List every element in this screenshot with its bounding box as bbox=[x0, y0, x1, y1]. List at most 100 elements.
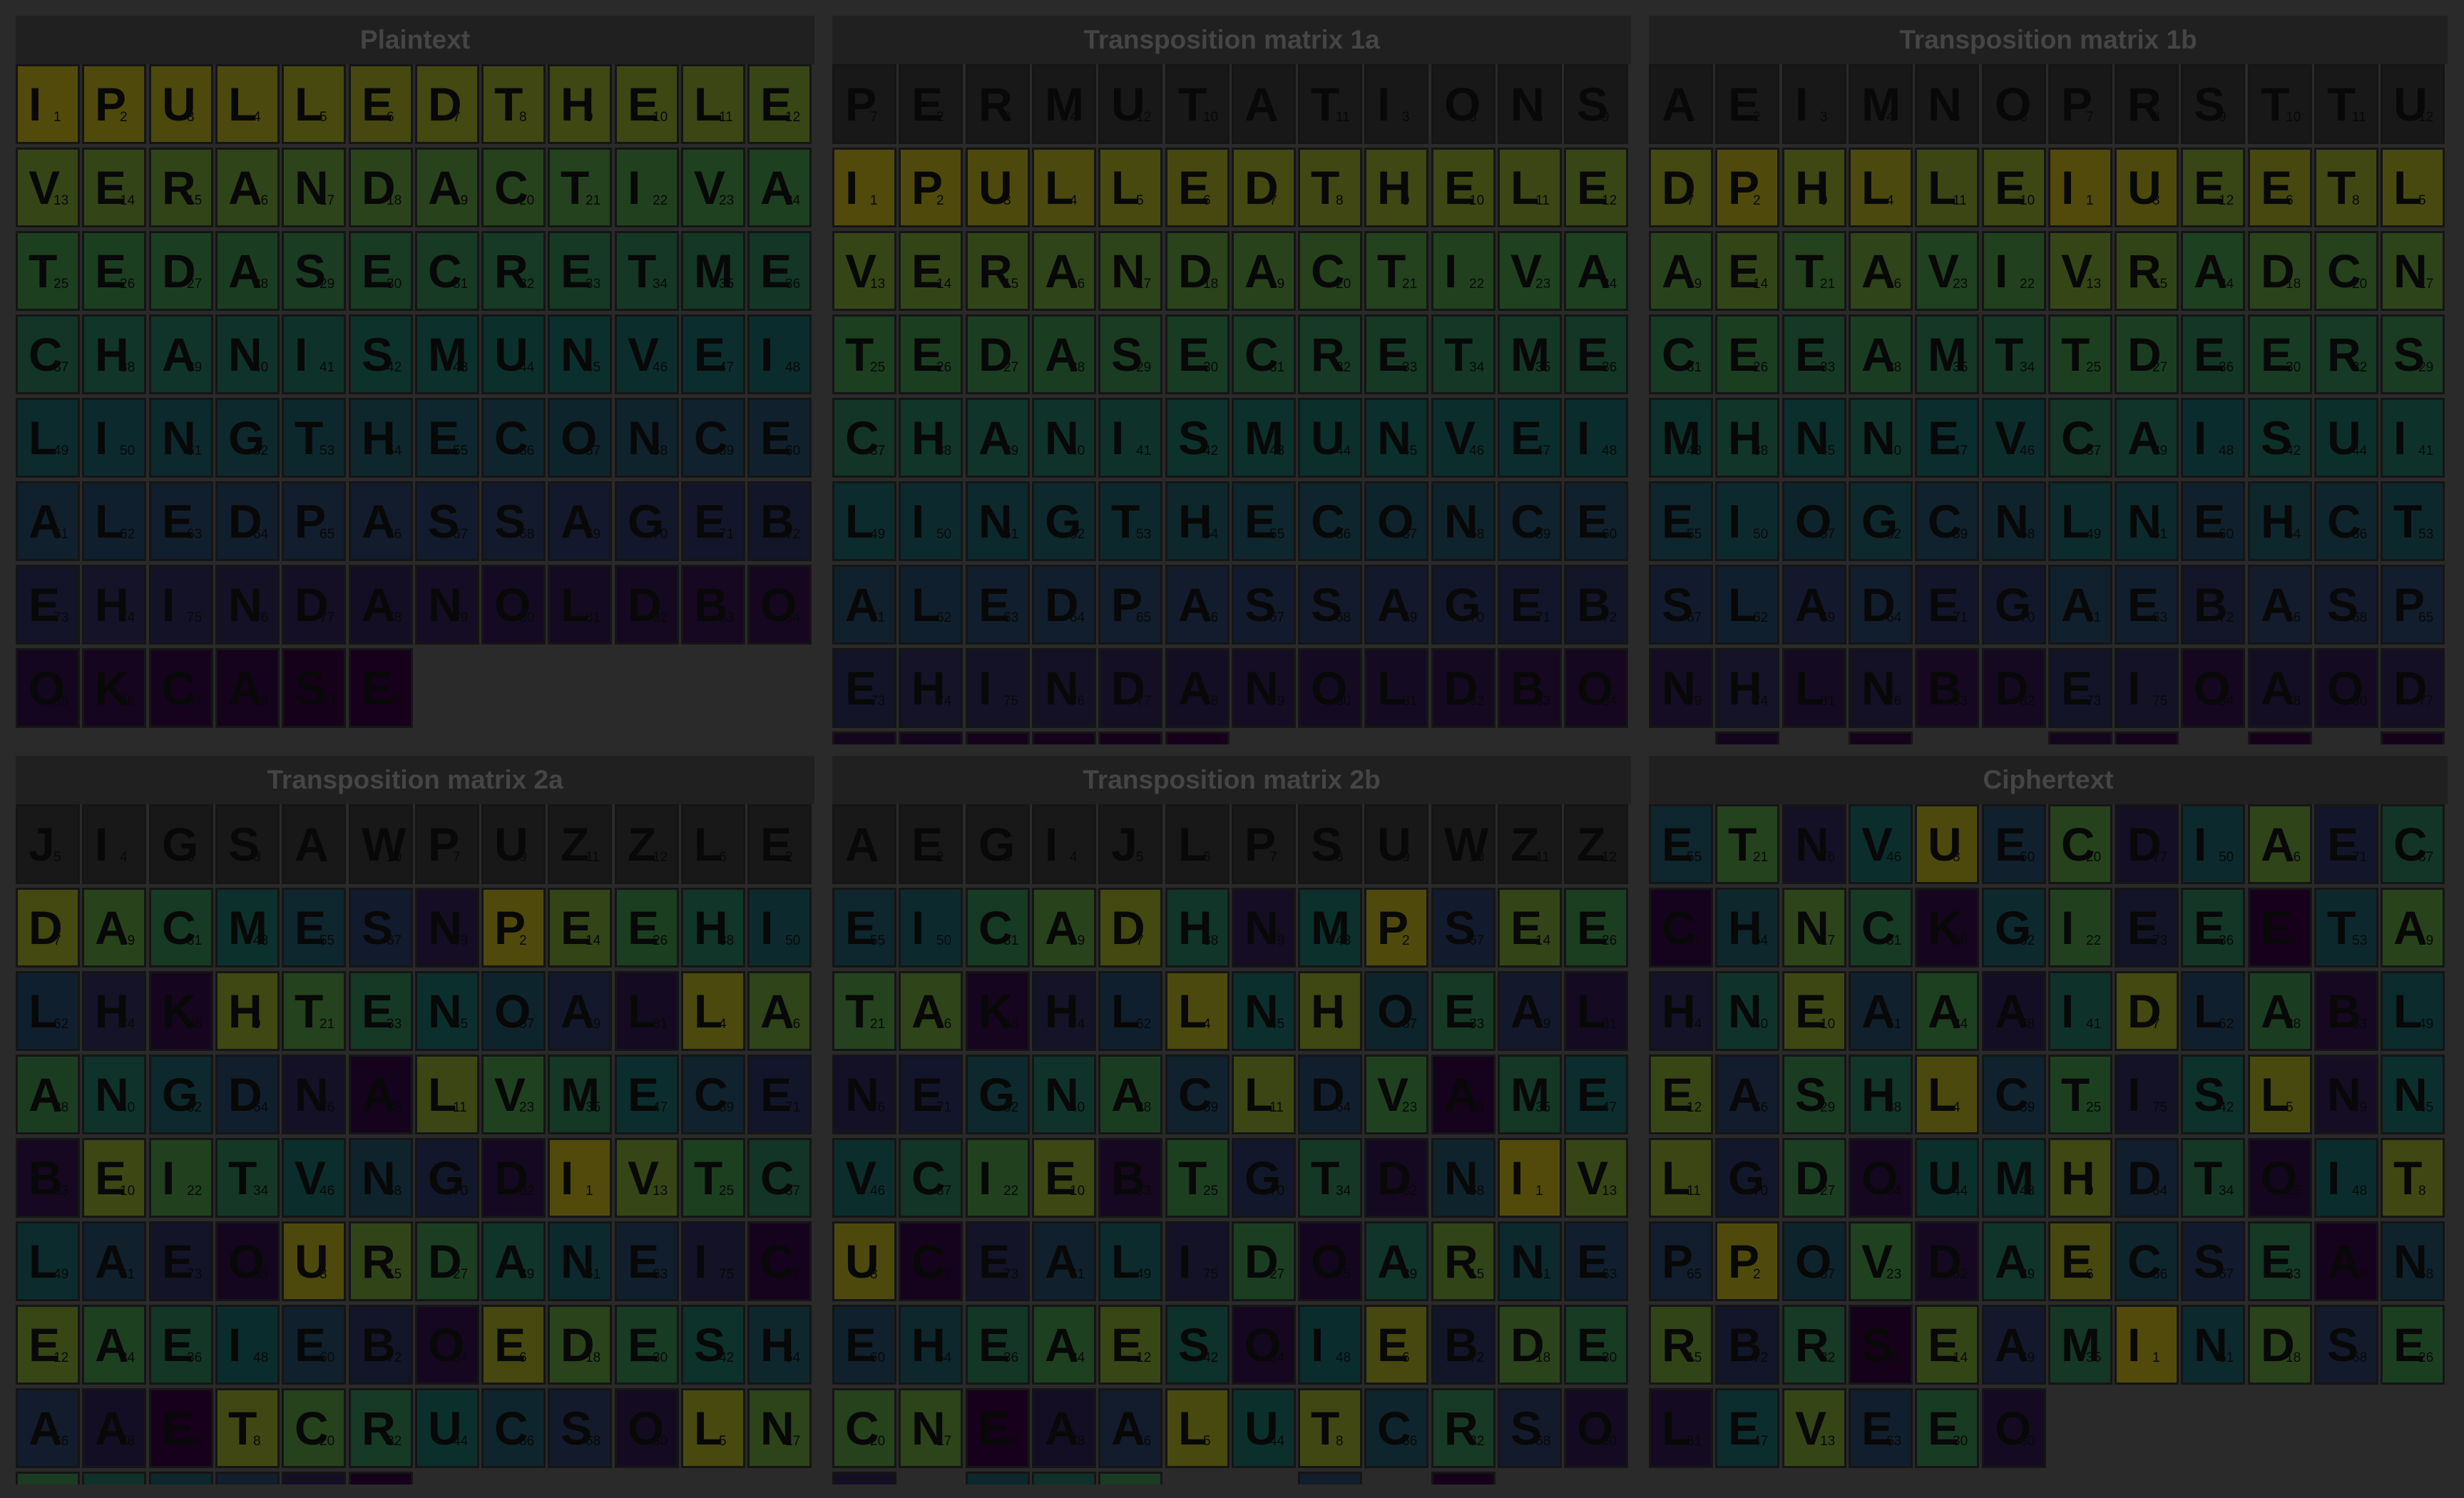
tile-dim-overlay bbox=[484, 483, 543, 559]
tile-dim-overlay bbox=[284, 806, 344, 882]
tile-dim-overlay bbox=[1234, 150, 1294, 225]
letter-tile: G70 bbox=[1982, 565, 2046, 645]
letter-tile: E36 bbox=[149, 1305, 213, 1385]
tile-dim-overlay bbox=[901, 400, 961, 476]
tile-dim-overlay bbox=[1500, 650, 1560, 726]
tile-dim-overlay bbox=[1500, 483, 1560, 559]
tile-dim-overlay bbox=[2250, 150, 2310, 225]
letter-tile: S29 bbox=[282, 231, 346, 311]
letter-tile: N40 bbox=[215, 314, 280, 394]
letter-tile: M43 bbox=[1649, 398, 1713, 478]
tile-dim-overlay bbox=[1234, 1390, 1294, 1466]
tile-dim-overlay bbox=[1566, 1140, 1626, 1216]
tile-dim-overlay bbox=[1851, 150, 1911, 225]
tile-dim-overlay bbox=[1300, 317, 1360, 392]
tile-dim-overlay bbox=[683, 66, 743, 142]
letter-tile: V23 bbox=[1849, 1221, 1913, 1301]
tile-dim-overlay bbox=[2383, 734, 2443, 744]
letter-tile: A88 bbox=[1849, 732, 1913, 744]
letter-tile: I41 bbox=[1098, 398, 1162, 478]
letter-tile: V46 bbox=[1982, 398, 2046, 478]
letter-tile: S68 bbox=[2314, 565, 2378, 645]
tile-dim-overlay bbox=[1851, 1307, 1911, 1382]
letter-tile: E6 bbox=[2248, 148, 2312, 227]
tile-dim-overlay bbox=[1234, 317, 1294, 392]
letter-tile: T8 bbox=[215, 1388, 280, 1468]
key-letter-tile: Z11 bbox=[1498, 804, 1562, 884]
key-letter-tile: E2 bbox=[1715, 64, 1779, 144]
tile-dim-overlay bbox=[2050, 1140, 2110, 1216]
tile-dim-overlay bbox=[1717, 1223, 1777, 1299]
letter-tile: C56 bbox=[1364, 1388, 1428, 1468]
letter-tile: D27 bbox=[966, 314, 1030, 394]
tile-dim-overlay bbox=[1167, 567, 1227, 642]
tile-dim-overlay bbox=[1917, 650, 1977, 726]
tile-dim-overlay bbox=[1366, 1057, 1426, 1132]
tile-dim-overlay bbox=[834, 890, 894, 965]
letter-tile: H9 bbox=[1298, 971, 1362, 1051]
tile-dim-overlay bbox=[834, 66, 894, 142]
tile-dim-overlay bbox=[1500, 567, 1560, 642]
letter-tile: E55 bbox=[832, 888, 896, 968]
tile-dim-overlay bbox=[1100, 483, 1160, 559]
letter-tile: L5 bbox=[681, 1388, 745, 1468]
letter-tile: N51 bbox=[548, 1221, 612, 1301]
tile-dim-overlay bbox=[1167, 66, 1227, 142]
letter-tile: L4 bbox=[681, 971, 745, 1051]
letter-tile: S68 bbox=[2314, 1305, 2378, 1385]
letter-tile: E55 bbox=[415, 398, 479, 478]
letter-tile: U3 bbox=[1915, 804, 1979, 884]
tile-dim-overlay bbox=[84, 400, 144, 476]
tile-dim-overlay bbox=[2117, 400, 2177, 476]
tile-dim-overlay bbox=[1917, 567, 1977, 642]
letter-tile: E55 bbox=[1649, 481, 1713, 561]
tile-dim-overlay bbox=[834, 1057, 894, 1132]
letter-tile: U3 bbox=[2115, 148, 2179, 227]
letter-tile: I1 bbox=[1498, 1138, 1562, 1218]
letter-tile: E47 bbox=[1915, 398, 1979, 478]
letter-tile: M43 bbox=[1298, 888, 1362, 968]
letter-tile: S42 bbox=[2181, 1055, 2245, 1134]
letter-tile: I75 bbox=[149, 565, 213, 645]
letter-tile: G70 bbox=[1431, 565, 1496, 645]
tile-dim-overlay bbox=[1034, 890, 1094, 965]
letter-tile: D77 bbox=[2115, 804, 2179, 884]
tile-dim-overlay bbox=[683, 317, 743, 392]
tile-dim-overlay bbox=[683, 890, 743, 965]
letter-tile: E33 bbox=[1364, 314, 1428, 394]
letter-tile: A24 bbox=[1915, 971, 1979, 1051]
tile-dim-overlay bbox=[2383, 1307, 2443, 1382]
tile-dim-overlay bbox=[550, 66, 610, 142]
letter-tile: V23 bbox=[681, 148, 745, 227]
letter-tile: E10 bbox=[1782, 971, 1846, 1051]
tile-dim-overlay bbox=[2117, 890, 2177, 965]
tile-dim-overlay bbox=[1717, 400, 1777, 476]
letter-tile: I50 bbox=[2181, 804, 2245, 884]
tile-dim-overlay bbox=[1500, 150, 1560, 225]
tile-dim-overlay bbox=[351, 973, 411, 1049]
letter-tile: C37 bbox=[2048, 398, 2112, 478]
tile-dim-overlay bbox=[18, 400, 78, 476]
key-letter-tile: Z12 bbox=[1564, 804, 1628, 884]
tile-dim-overlay bbox=[750, 1140, 809, 1216]
tile-dim-overlay bbox=[617, 233, 677, 309]
letter-tile: E14 bbox=[1715, 231, 1779, 311]
letter-tile: U3 bbox=[832, 1221, 896, 1301]
letter-tile: S68 bbox=[1298, 565, 1362, 645]
letter-tile: P2 bbox=[82, 64, 146, 144]
tile-dim-overlay bbox=[1234, 66, 1294, 142]
letter-tile: E36 bbox=[2181, 314, 2245, 394]
tile-dim-overlay bbox=[218, 973, 277, 1049]
tile-dim-overlay bbox=[2316, 317, 2376, 392]
key-letter-tile: A1 bbox=[832, 804, 896, 884]
tile-dim-overlay bbox=[2117, 806, 2177, 882]
tile-dim-overlay bbox=[750, 1390, 809, 1466]
letter-tile: E71 bbox=[1915, 565, 1979, 645]
tile-dim-overlay bbox=[968, 1140, 1028, 1216]
letter-tile: E63 bbox=[1849, 1388, 1913, 1468]
letter-tile: E26 bbox=[2381, 1305, 2445, 1385]
key-letter-tile: T11 bbox=[2314, 64, 2378, 144]
letter-tile: B83 bbox=[681, 565, 745, 645]
letter-tile: L11 bbox=[1498, 148, 1562, 227]
tile-dim-overlay bbox=[1717, 973, 1777, 1049]
